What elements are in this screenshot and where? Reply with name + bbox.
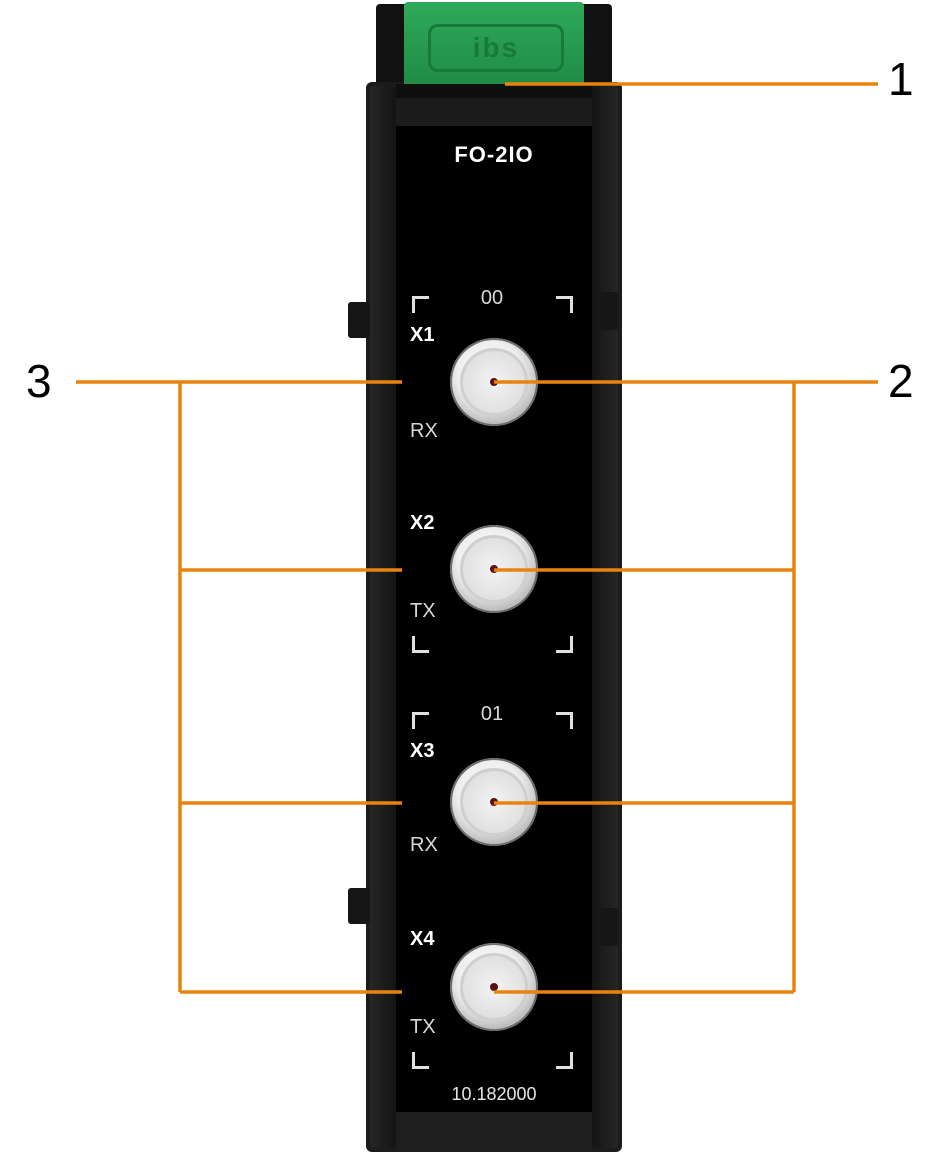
direction-label-x4: TX [410, 1016, 436, 1038]
channel-label: 01 [480, 703, 504, 725]
direction-label-x1: RX [410, 420, 438, 442]
fiber-connector-x4[interactable] [450, 943, 538, 1031]
direction-label-x3: RX [410, 834, 438, 856]
serial-number: 10.182000 [451, 1084, 537, 1104]
channel-label: 00 [480, 287, 504, 309]
port-label-x3: X3 [410, 740, 435, 762]
din-clip-right-upper [600, 292, 618, 330]
callout-number-2: 2 [888, 355, 914, 407]
latch-base [396, 84, 592, 98]
group-bracket [556, 712, 573, 729]
model-label: FO-2IO [454, 142, 534, 167]
port-label-x1: X1 [410, 324, 435, 346]
group-bracket [412, 296, 429, 313]
latch-logo: ibs [428, 24, 564, 72]
housing-left-rail [370, 86, 396, 1148]
callout-number-3: 3 [26, 355, 52, 407]
housing-bottom-cap [396, 1112, 592, 1152]
din-clip-left-upper [348, 302, 370, 338]
direction-label-x2: TX [410, 600, 436, 622]
housing-right-rail [592, 86, 618, 1148]
callout-number-1: 1 [888, 53, 914, 105]
group-bracket [556, 296, 573, 313]
connector-core [490, 983, 498, 991]
din-clip-left-lower [348, 888, 370, 924]
group-bracket [556, 636, 573, 653]
group-bracket [556, 1052, 573, 1069]
group-bracket [412, 636, 429, 653]
din-clip-right-lower [600, 908, 618, 946]
port-label-x2: X2 [410, 512, 435, 534]
port-label-x4: X4 [410, 928, 435, 950]
push-in-latch[interactable] [404, 2, 584, 88]
group-bracket [412, 712, 429, 729]
group-bracket [412, 1052, 429, 1069]
